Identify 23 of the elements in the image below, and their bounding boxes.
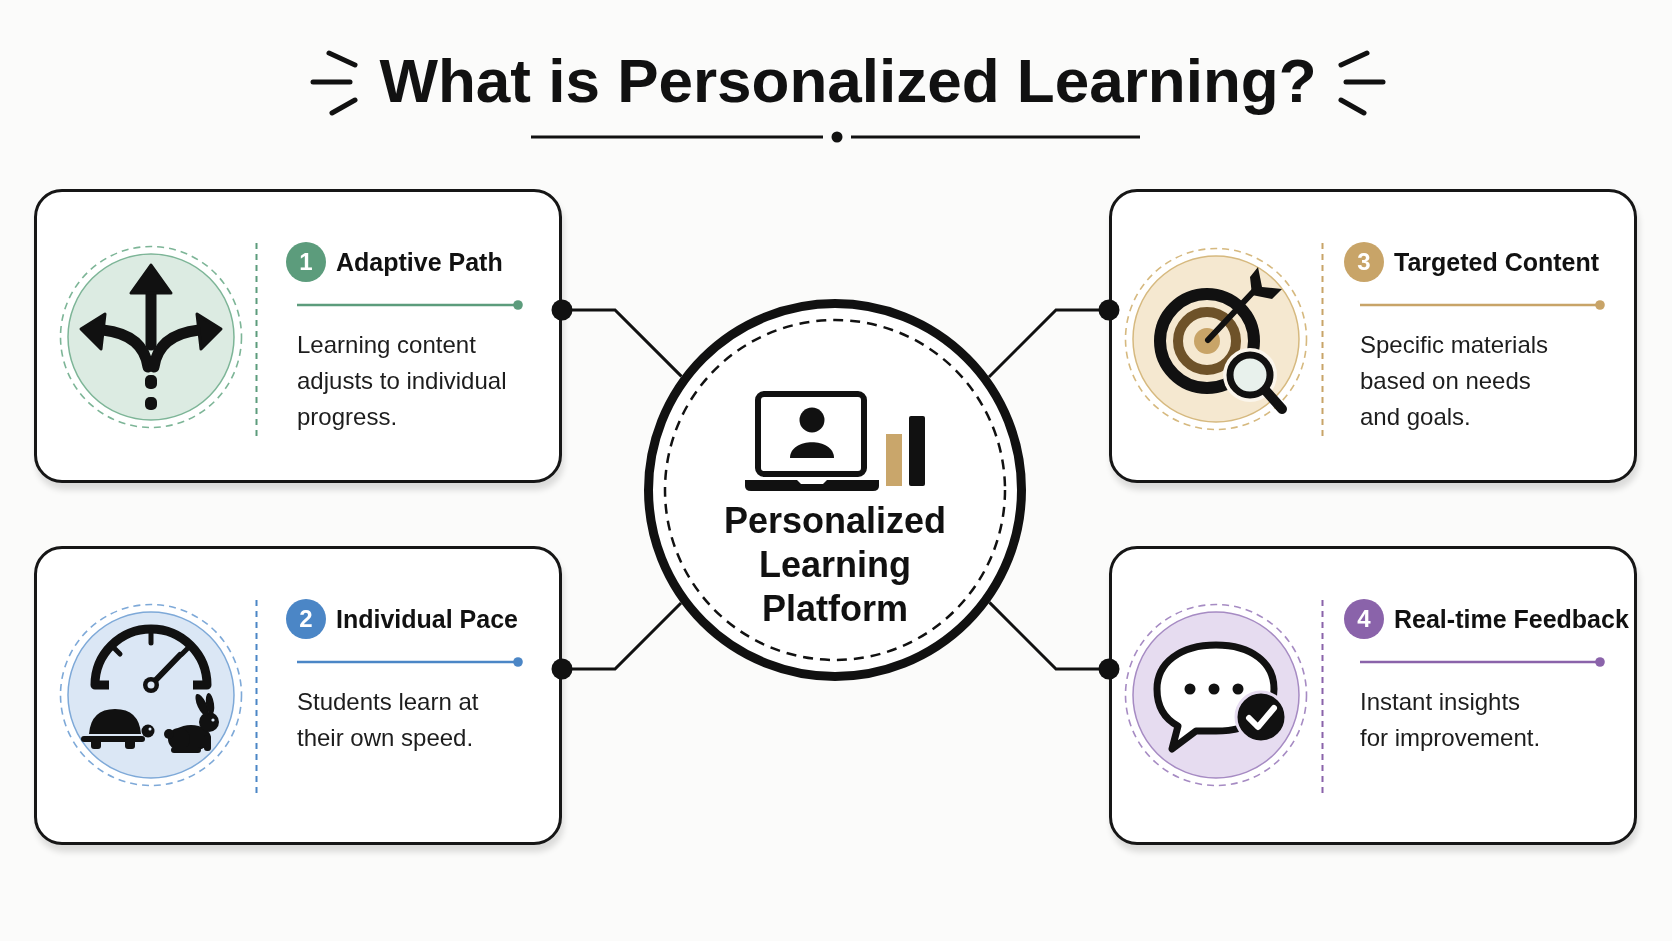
platform-label: Personalized Learning Platform — [722, 499, 948, 631]
card-description: Specific materials based on needs and goals. — [1360, 330, 1550, 432]
feature-card — [1109, 546, 1637, 845]
card-heading: Targeted Content — [1394, 247, 1600, 278]
connector-line — [551, 601, 683, 680]
card-description: Learning content adjusts to individual progress. — [297, 330, 508, 432]
platform-circle — [644, 299, 1026, 681]
connector-line — [987, 299, 1120, 379]
step-number: 1 — [286, 242, 326, 282]
step-number: 4 — [1344, 599, 1384, 639]
card-description: Instant insights for improvement. — [1360, 687, 1542, 753]
card-description: Students learn at their own speed. — [297, 687, 480, 753]
card-heading: Real-time Feedback — [1394, 604, 1629, 635]
feature-card — [34, 546, 562, 845]
feature-card — [34, 189, 562, 483]
step-number: 2 — [286, 599, 326, 639]
step-number: 3 — [1344, 242, 1384, 282]
card-heading: Adaptive Path — [336, 247, 503, 278]
connector-line — [551, 299, 683, 378]
page-title: What is Personalized Learning? — [379, 45, 1317, 117]
feature-card — [1109, 189, 1637, 483]
connector-line — [988, 601, 1120, 680]
card-heading: Individual Pace — [336, 604, 518, 635]
